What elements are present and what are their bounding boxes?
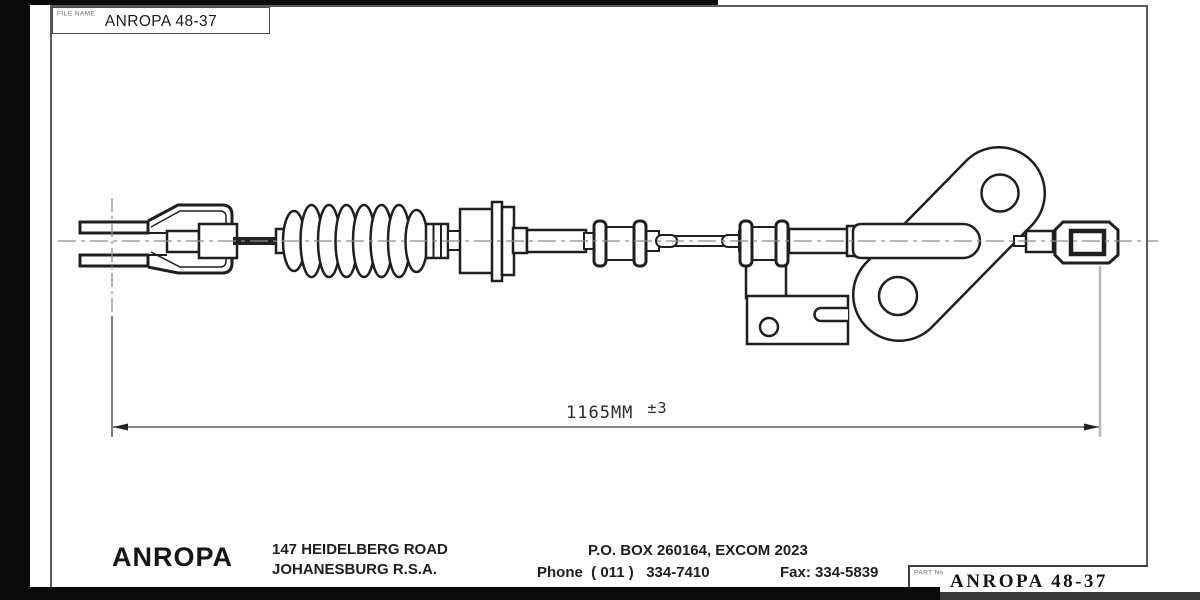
scan-artifact-bottom-bar-right bbox=[940, 592, 1200, 600]
fork-prong-bottom bbox=[78, 253, 150, 268]
po-box-line: P.O. BOX 260164, EXCOM 2023 bbox=[588, 542, 808, 559]
dimension-text: 1165MM ±3 bbox=[566, 399, 667, 423]
damper-rings-a bbox=[592, 219, 648, 268]
bracket-hole bbox=[758, 316, 780, 338]
plate-hole-lower bbox=[877, 275, 919, 317]
dimension-arrow-left bbox=[113, 423, 128, 431]
fork-prong-top bbox=[78, 220, 150, 235]
plate-hole-upper bbox=[980, 173, 1020, 213]
address-line-1: 147 HEIDELBERG ROAD bbox=[272, 541, 448, 558]
damper-rings-b bbox=[738, 219, 790, 268]
centerlines bbox=[58, 198, 1158, 316]
dimension-tolerance: ±3 bbox=[647, 399, 668, 417]
address-line-2: JOHANESBURG R.S.A. bbox=[272, 561, 438, 578]
scan-artifact-bottom-bar bbox=[0, 587, 940, 600]
company-name: ANROPA bbox=[112, 542, 234, 572]
file-name-box: FILE NAME ANROPA 48-37 bbox=[52, 7, 270, 34]
file-name-value: ANROPA 48-37 bbox=[104, 13, 218, 30]
part-number-value: ANROPA 48-37 bbox=[950, 571, 1108, 592]
end-fitting-window bbox=[1068, 228, 1107, 257]
fax-line: Fax: 334-5839 bbox=[780, 564, 879, 581]
bracket-slot bbox=[813, 306, 848, 323]
dimension-arrow-right bbox=[1084, 423, 1099, 431]
dimension-value: 1165MM bbox=[566, 403, 634, 423]
scan-artifact-left-bar bbox=[0, 0, 30, 600]
part-number-box: PART No ANROPA 48-37 bbox=[908, 565, 1148, 593]
drawing-frame bbox=[50, 5, 1148, 593]
dimension-lines bbox=[111, 266, 1102, 437]
phone-line: Phone ( 011 ) 334-7410 bbox=[537, 564, 710, 581]
file-name-label: FILE NAME bbox=[57, 10, 96, 18]
scan-artifact-top-bar bbox=[0, 0, 718, 5]
part-number-label: PART No bbox=[914, 569, 944, 577]
